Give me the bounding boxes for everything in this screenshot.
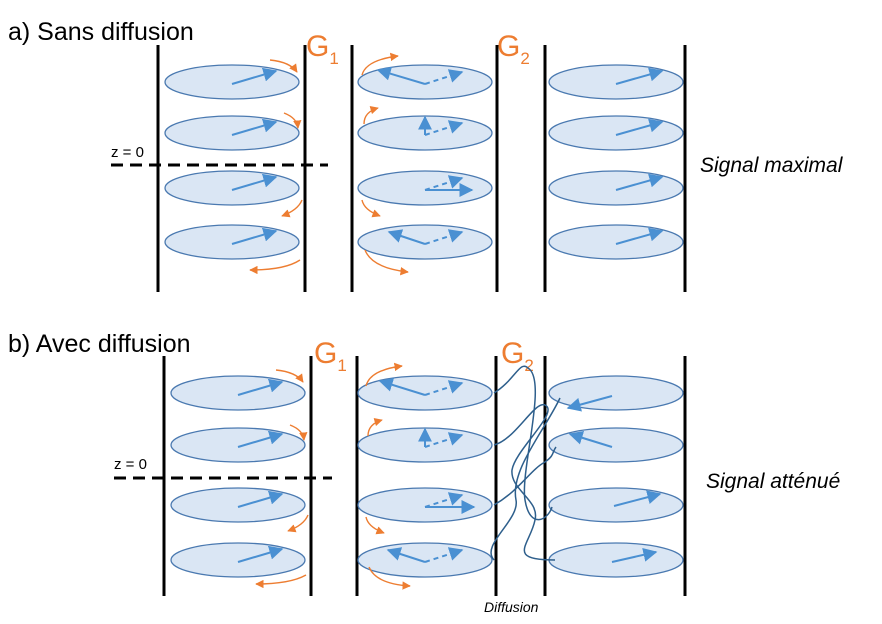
reference-magnetization-arrow — [424, 492, 464, 508]
rotation-arrow — [365, 362, 403, 387]
spin-disk — [548, 375, 684, 411]
reference-magnetization-arrow — [424, 229, 464, 245]
rotation-arrow — [365, 516, 385, 535]
gradient-g1-label-a: G1 — [306, 30, 339, 68]
rotation-arrow — [364, 249, 409, 276]
diffusion-paths-layer — [490, 365, 561, 561]
rotation-arrow — [361, 199, 381, 218]
panel-a-title: a) Sans diffusion — [8, 18, 194, 46]
reference-magnetization-arrow — [424, 432, 464, 448]
spin-disk — [164, 64, 300, 100]
reference-magnetization-arrow — [424, 547, 464, 563]
reference-magnetization-arrow — [424, 69, 464, 85]
rotation-arrow — [283, 112, 302, 129]
rotation-arrow — [275, 369, 304, 383]
panel-b-title: b) Avec diffusion — [8, 330, 191, 358]
spin-disk — [357, 487, 493, 523]
magnetization-arrow — [615, 67, 664, 85]
reference-magnetization-arrow — [424, 120, 464, 136]
spin-disk — [357, 170, 493, 206]
spin-disk — [548, 542, 684, 578]
spin-disk — [357, 542, 493, 578]
magnetization-arrow — [237, 490, 284, 508]
z-zero-label-b: z = 0 — [114, 456, 147, 473]
magnetization-arrow — [568, 431, 613, 448]
magnetization-arrow — [237, 545, 284, 563]
rotation-arrow — [255, 574, 307, 589]
spin-disk — [548, 427, 684, 463]
walls-layer — [156, 45, 687, 596]
spin-disk — [170, 427, 306, 463]
magnetization-arrow — [231, 118, 278, 136]
magnetization-arrow — [615, 227, 664, 245]
gradient-g1-label-b: G1 — [314, 337, 347, 375]
disks-layer — [164, 52, 684, 590]
z-zero-label-a: z = 0 — [111, 144, 144, 161]
rotation-arrow — [281, 199, 303, 218]
magnetization-arrow — [237, 378, 284, 396]
rotation-arrow — [368, 566, 411, 590]
spin-disk — [170, 375, 306, 411]
spin-disk — [164, 170, 300, 206]
spin-disk — [164, 115, 300, 151]
spin-disk — [170, 487, 306, 523]
diffusion-trajectory — [493, 446, 557, 506]
spin-disk — [548, 115, 684, 151]
rotation-arrow — [289, 424, 308, 441]
spin-disk — [548, 64, 684, 100]
magnetization-arrow — [231, 173, 278, 191]
magnetization-arrow — [231, 67, 278, 85]
diffusion-label: Diffusion — [484, 599, 539, 615]
magnetization-arrow — [231, 227, 278, 245]
spin-disk — [548, 170, 684, 206]
rotation-arrow — [269, 59, 298, 73]
spin-disk — [170, 542, 306, 578]
magnetization-arrow — [237, 430, 284, 448]
gradient-g2-label-b: G2 — [501, 337, 534, 375]
magnetization-arrow — [378, 378, 426, 396]
rotation-arrow — [361, 52, 399, 76]
reference-magnetization-arrow — [424, 175, 464, 191]
magnetization-arrow — [566, 395, 613, 412]
magnetization-arrow — [615, 173, 664, 191]
rotation-arrow — [367, 418, 383, 437]
rotation-arrow — [287, 514, 309, 533]
reference-magnetization-arrow — [424, 380, 464, 396]
spin-disk — [548, 224, 684, 260]
magnetization-arrow — [386, 547, 426, 563]
gradient-g2-label-a: G2 — [497, 30, 530, 68]
magnetization-arrow — [611, 547, 658, 563]
spin-disk — [164, 224, 300, 260]
spin-disk — [357, 375, 493, 411]
diffusion-trajectory — [493, 404, 556, 561]
signal-label-b: Signal atténué — [706, 470, 840, 493]
magnetization-arrow — [613, 490, 662, 507]
magnetization-arrow — [387, 229, 426, 245]
signal-label-a: Signal maximal — [700, 154, 844, 177]
magnetization-arrow — [615, 118, 664, 136]
magnetization-arrow — [376, 66, 426, 85]
rotation-arrow — [363, 106, 379, 125]
diffusion-trajectory — [490, 397, 561, 561]
rotation-arrow — [249, 259, 301, 275]
spin-disk — [357, 224, 493, 260]
diffusion-trajectory — [493, 365, 553, 521]
